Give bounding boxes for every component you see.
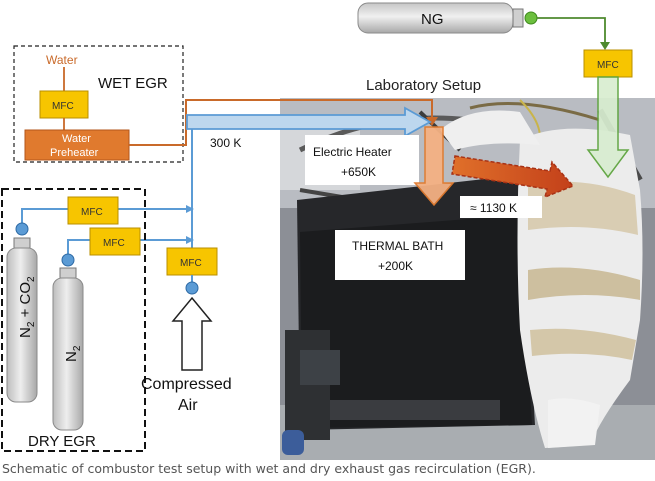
ng-mfc [583, 49, 633, 78]
dry-egr-mfc-1 [67, 196, 119, 225]
thermal-bath-label: THERMAL BATH [352, 239, 443, 253]
ng-mfc-label: MFC [597, 60, 619, 71]
hot-gas-arrow [451, 155, 575, 199]
thermal-bath-box [335, 230, 465, 280]
dry-egr-mfc-1-label: MFC [81, 207, 103, 218]
dry-egr-mfc-2 [89, 227, 141, 256]
n2-co2-cylinder: N2 + CO2 [6, 222, 38, 403]
dry-egr-box [1, 188, 146, 452]
compressed-air-label-1: Compressed [141, 376, 232, 393]
figure-caption: Schematic of combustor test setup with w… [2, 461, 536, 476]
water-preheater-label-1: Water [62, 133, 91, 145]
heater-down-arrow [413, 126, 455, 207]
water-preheater-label-2: Preheater [50, 147, 99, 159]
air-flow-arrow [186, 106, 432, 138]
temp-1130k-box [460, 196, 542, 218]
ng-flow-arrow [586, 76, 630, 179]
wet-egr-mfc-label: MFC [52, 101, 74, 112]
ng-cylinder: NG [357, 2, 538, 34]
laboratory-setup-label: Laboratory Setup [366, 77, 481, 94]
blue-flow-lines [21, 122, 193, 275]
temp-300k: 300 K [210, 136, 241, 150]
dry-egr-mfc-2-label: MFC [103, 238, 125, 249]
ng-label: NG [421, 11, 444, 28]
compressed-air-label-2: Air [178, 397, 198, 414]
steam-line [129, 99, 433, 146]
ng-line [537, 17, 606, 44]
temp-1130k: ≈ 1130 K [470, 201, 517, 215]
water-label: Water [46, 53, 78, 67]
air-mfc-label: MFC [180, 258, 202, 269]
n2-cylinder: N2 [52, 253, 84, 431]
electric-heater-temp: +650K [341, 165, 376, 179]
air-valve [185, 281, 199, 295]
compressed-air-arrow [171, 296, 213, 371]
electric-heater-box [305, 135, 419, 185]
wet-egr-label: WET EGR [98, 75, 168, 92]
svg-text:N2 + CO2: N2 + CO2 [17, 276, 37, 338]
dry-egr-label: DRY EGR [28, 433, 96, 450]
water-preheater [24, 129, 130, 161]
thermal-bath-temp: +200K [378, 259, 413, 273]
svg-text:N2: N2 [63, 345, 83, 362]
wet-egr-mfc [39, 90, 89, 119]
electric-heater-label: Electric Heater [313, 145, 392, 159]
